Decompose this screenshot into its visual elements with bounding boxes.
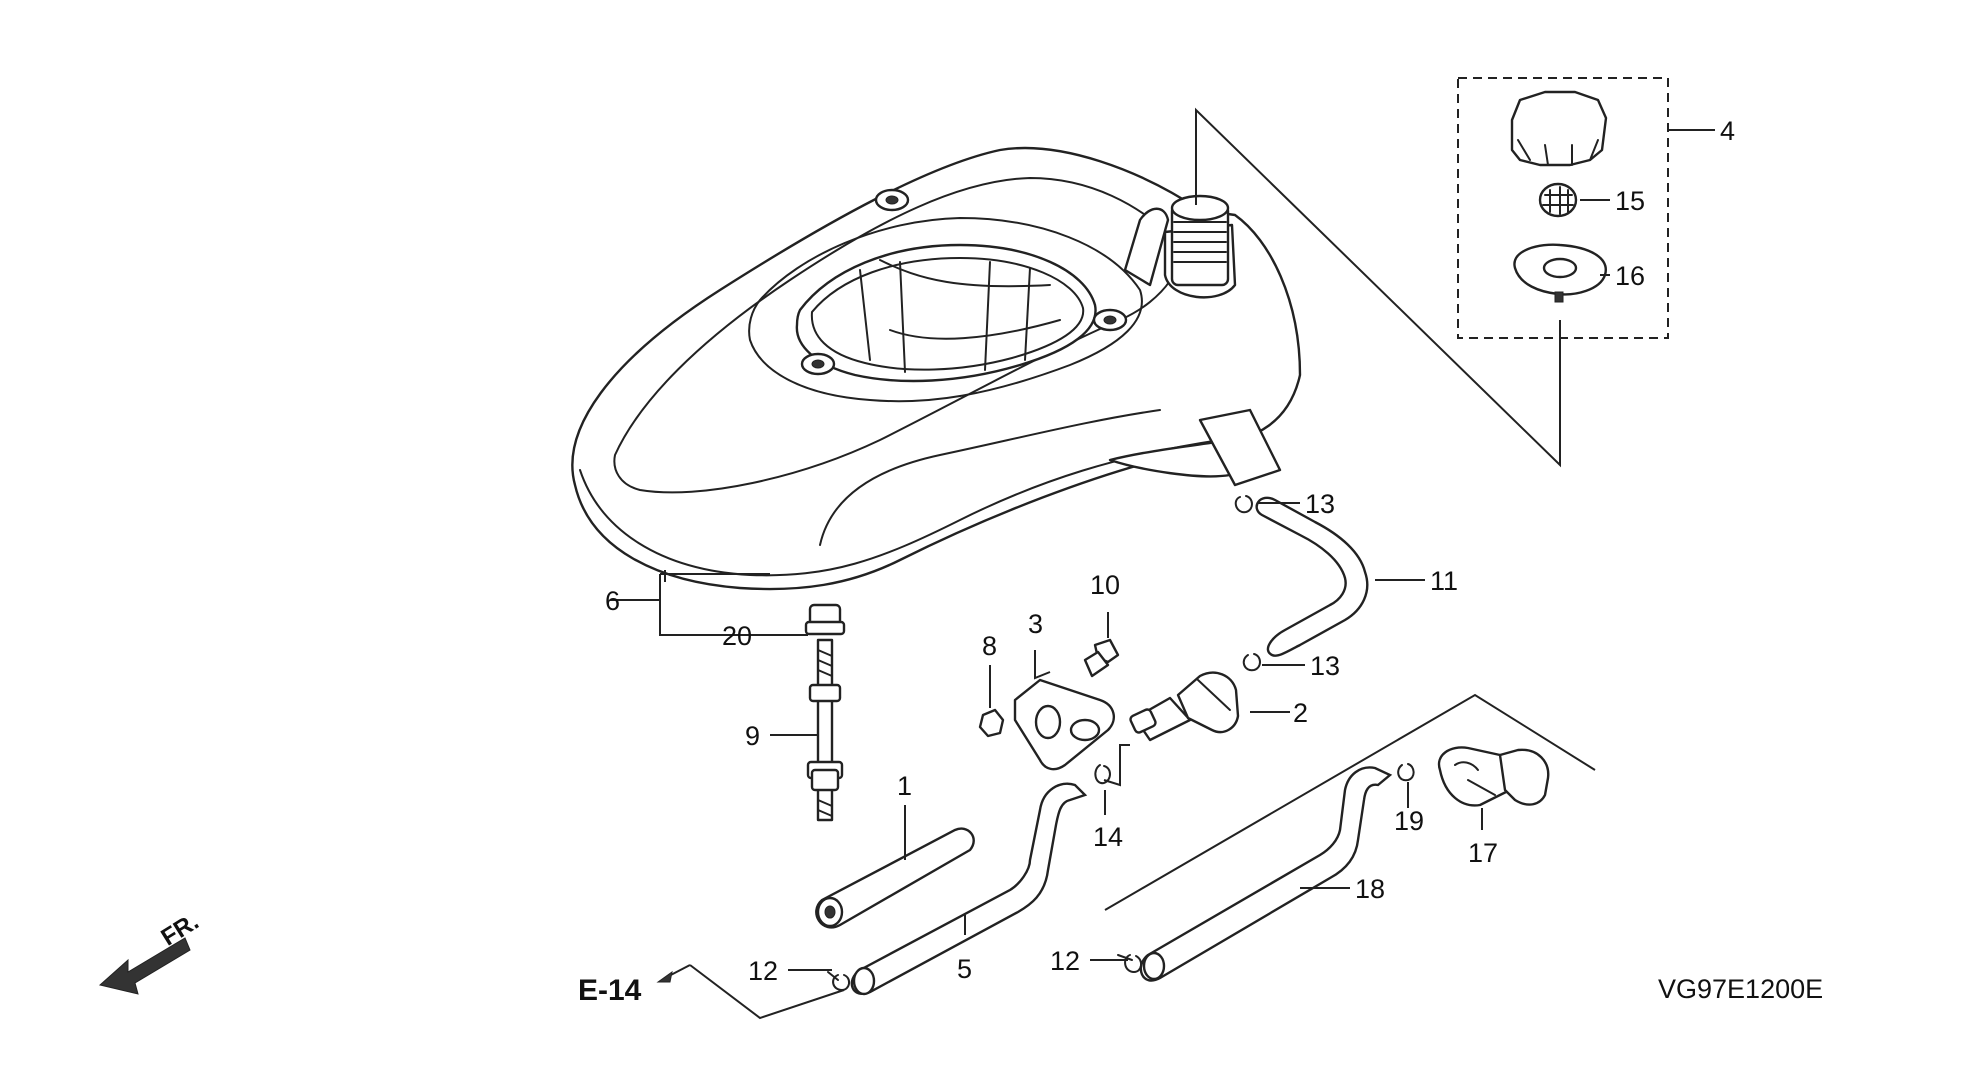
callout-16: 16 — [1615, 261, 1645, 291]
callout-8: 8 — [982, 631, 997, 661]
callout-2: 2 — [1293, 698, 1308, 728]
callout-12-right: 12 — [1050, 946, 1080, 976]
hose-5 — [850, 782, 1088, 996]
hose-11 — [1255, 496, 1425, 657]
reference-label: E-14 — [578, 974, 642, 1007]
joint-17 — [1437, 746, 1550, 830]
clip-12-left — [689, 964, 850, 1020]
front-arrow-icon — [98, 937, 191, 995]
fuel-cock-2 — [1129, 671, 1290, 742]
e-14-arrow — [656, 964, 691, 983]
front-label: FR. — [156, 908, 203, 951]
clip-12-right — [1090, 954, 1142, 973]
fuel-cock-bracket-3 — [1013, 650, 1116, 771]
bracket-6-20 — [610, 570, 790, 636]
callout-9: 9 — [745, 721, 760, 751]
callout-5: 5 — [957, 954, 972, 984]
lower-group-frame — [1104, 693, 1596, 911]
cap-set-4 — [1195, 77, 1715, 468]
clip-14 — [1094, 744, 1130, 815]
callout-13-upper: 13 — [1305, 489, 1335, 519]
callout-labels: 1 2 3 4 5 6 8 9 10 11 12 12 13 13 14 15 … — [605, 116, 1735, 986]
callout-13-lower: 13 — [1310, 651, 1340, 681]
callout-11: 11 — [1430, 566, 1458, 596]
callout-4: 4 — [1720, 116, 1735, 146]
stud-bolt-9 — [770, 638, 844, 822]
callout-20: 20 — [722, 621, 752, 651]
hose-18 — [1139, 766, 1393, 982]
callout-12-left: 12 — [748, 956, 778, 986]
clip-13-upper — [1234, 495, 1300, 514]
callout-17: 17 — [1468, 838, 1498, 868]
clip-19 — [1397, 763, 1415, 808]
callout-1: 1 — [897, 771, 912, 801]
callout-10: 10 — [1090, 570, 1120, 600]
bolt-10 — [1083, 612, 1120, 678]
clip-13-lower — [1242, 653, 1305, 672]
callout-19: 19 — [1394, 806, 1424, 836]
drawing-code: VG97E1200E — [1658, 974, 1823, 1004]
nut-8 — [978, 665, 1005, 738]
callout-3: 3 — [1028, 609, 1043, 639]
callout-6: 6 — [605, 586, 620, 616]
callout-14: 14 — [1093, 822, 1123, 852]
fuel-tank — [571, 146, 1302, 591]
callout-15: 15 — [1615, 186, 1645, 216]
callout-18: 18 — [1355, 874, 1385, 904]
hose-1 — [815, 805, 975, 929]
grommet-20 — [804, 603, 846, 636]
